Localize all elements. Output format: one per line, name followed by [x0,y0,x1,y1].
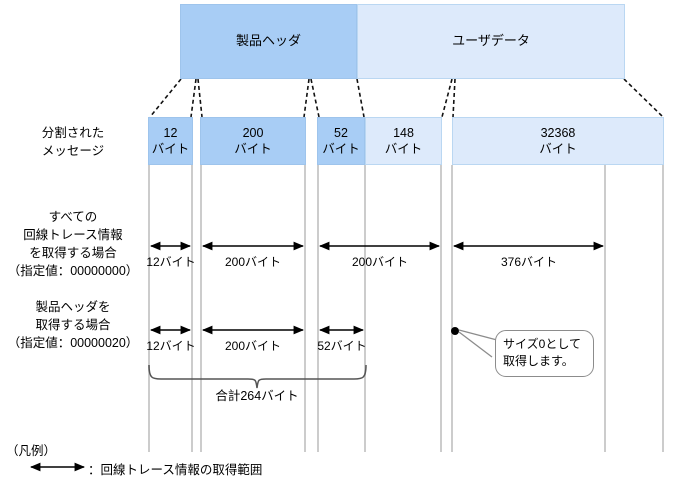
measure-label: 200バイト [224,339,282,353]
block-user-data: ユーザデータ [357,4,625,79]
block-product-header: 製品ヘッダ [180,4,357,79]
dashed-connector [310,78,320,118]
row-label-all-trace: すべての 回線トレース情報 を取得する場合 （指定値：00000000） [7,210,139,279]
measure-label: 200バイト [351,255,409,269]
legend-title: （凡例） [6,444,57,458]
legend-description: ：回線トレース情報の取得範囲 [88,463,263,477]
dashed-connector [303,78,310,118]
measure-label: 12バイト [146,339,196,353]
dashed-connector [356,78,365,118]
block-product-header-label: 製品ヘッダ [235,33,301,49]
dashed-connector [197,78,203,118]
zero-size-callout: サイズ0として 取得します。 [495,330,594,377]
block-user-data-label: ユーザデータ [452,33,530,49]
dashed-connector [623,78,664,118]
guide-lines [148,165,664,452]
dashed-connectors [149,78,664,118]
measure-label: 376バイト [500,255,558,269]
measure-label: 12バイト [146,255,196,269]
dashed-connector [190,78,197,118]
total-brace [148,364,367,389]
callout-leader [458,329,498,358]
measure-label: 52バイト [317,339,367,353]
row-label-product-header-only: 製品ヘッダを 取得する場合 （指定値：00000020） [7,300,139,351]
row-label-split-message: 分割された メッセージ [41,126,105,159]
total-label: 合計264バイト [215,389,299,403]
dashed-connector [452,78,456,118]
measure-label: 200バイト [224,255,282,269]
dashed-connector [441,78,453,118]
zero-size-marker-dot [451,327,459,335]
dashed-connector [149,78,182,118]
